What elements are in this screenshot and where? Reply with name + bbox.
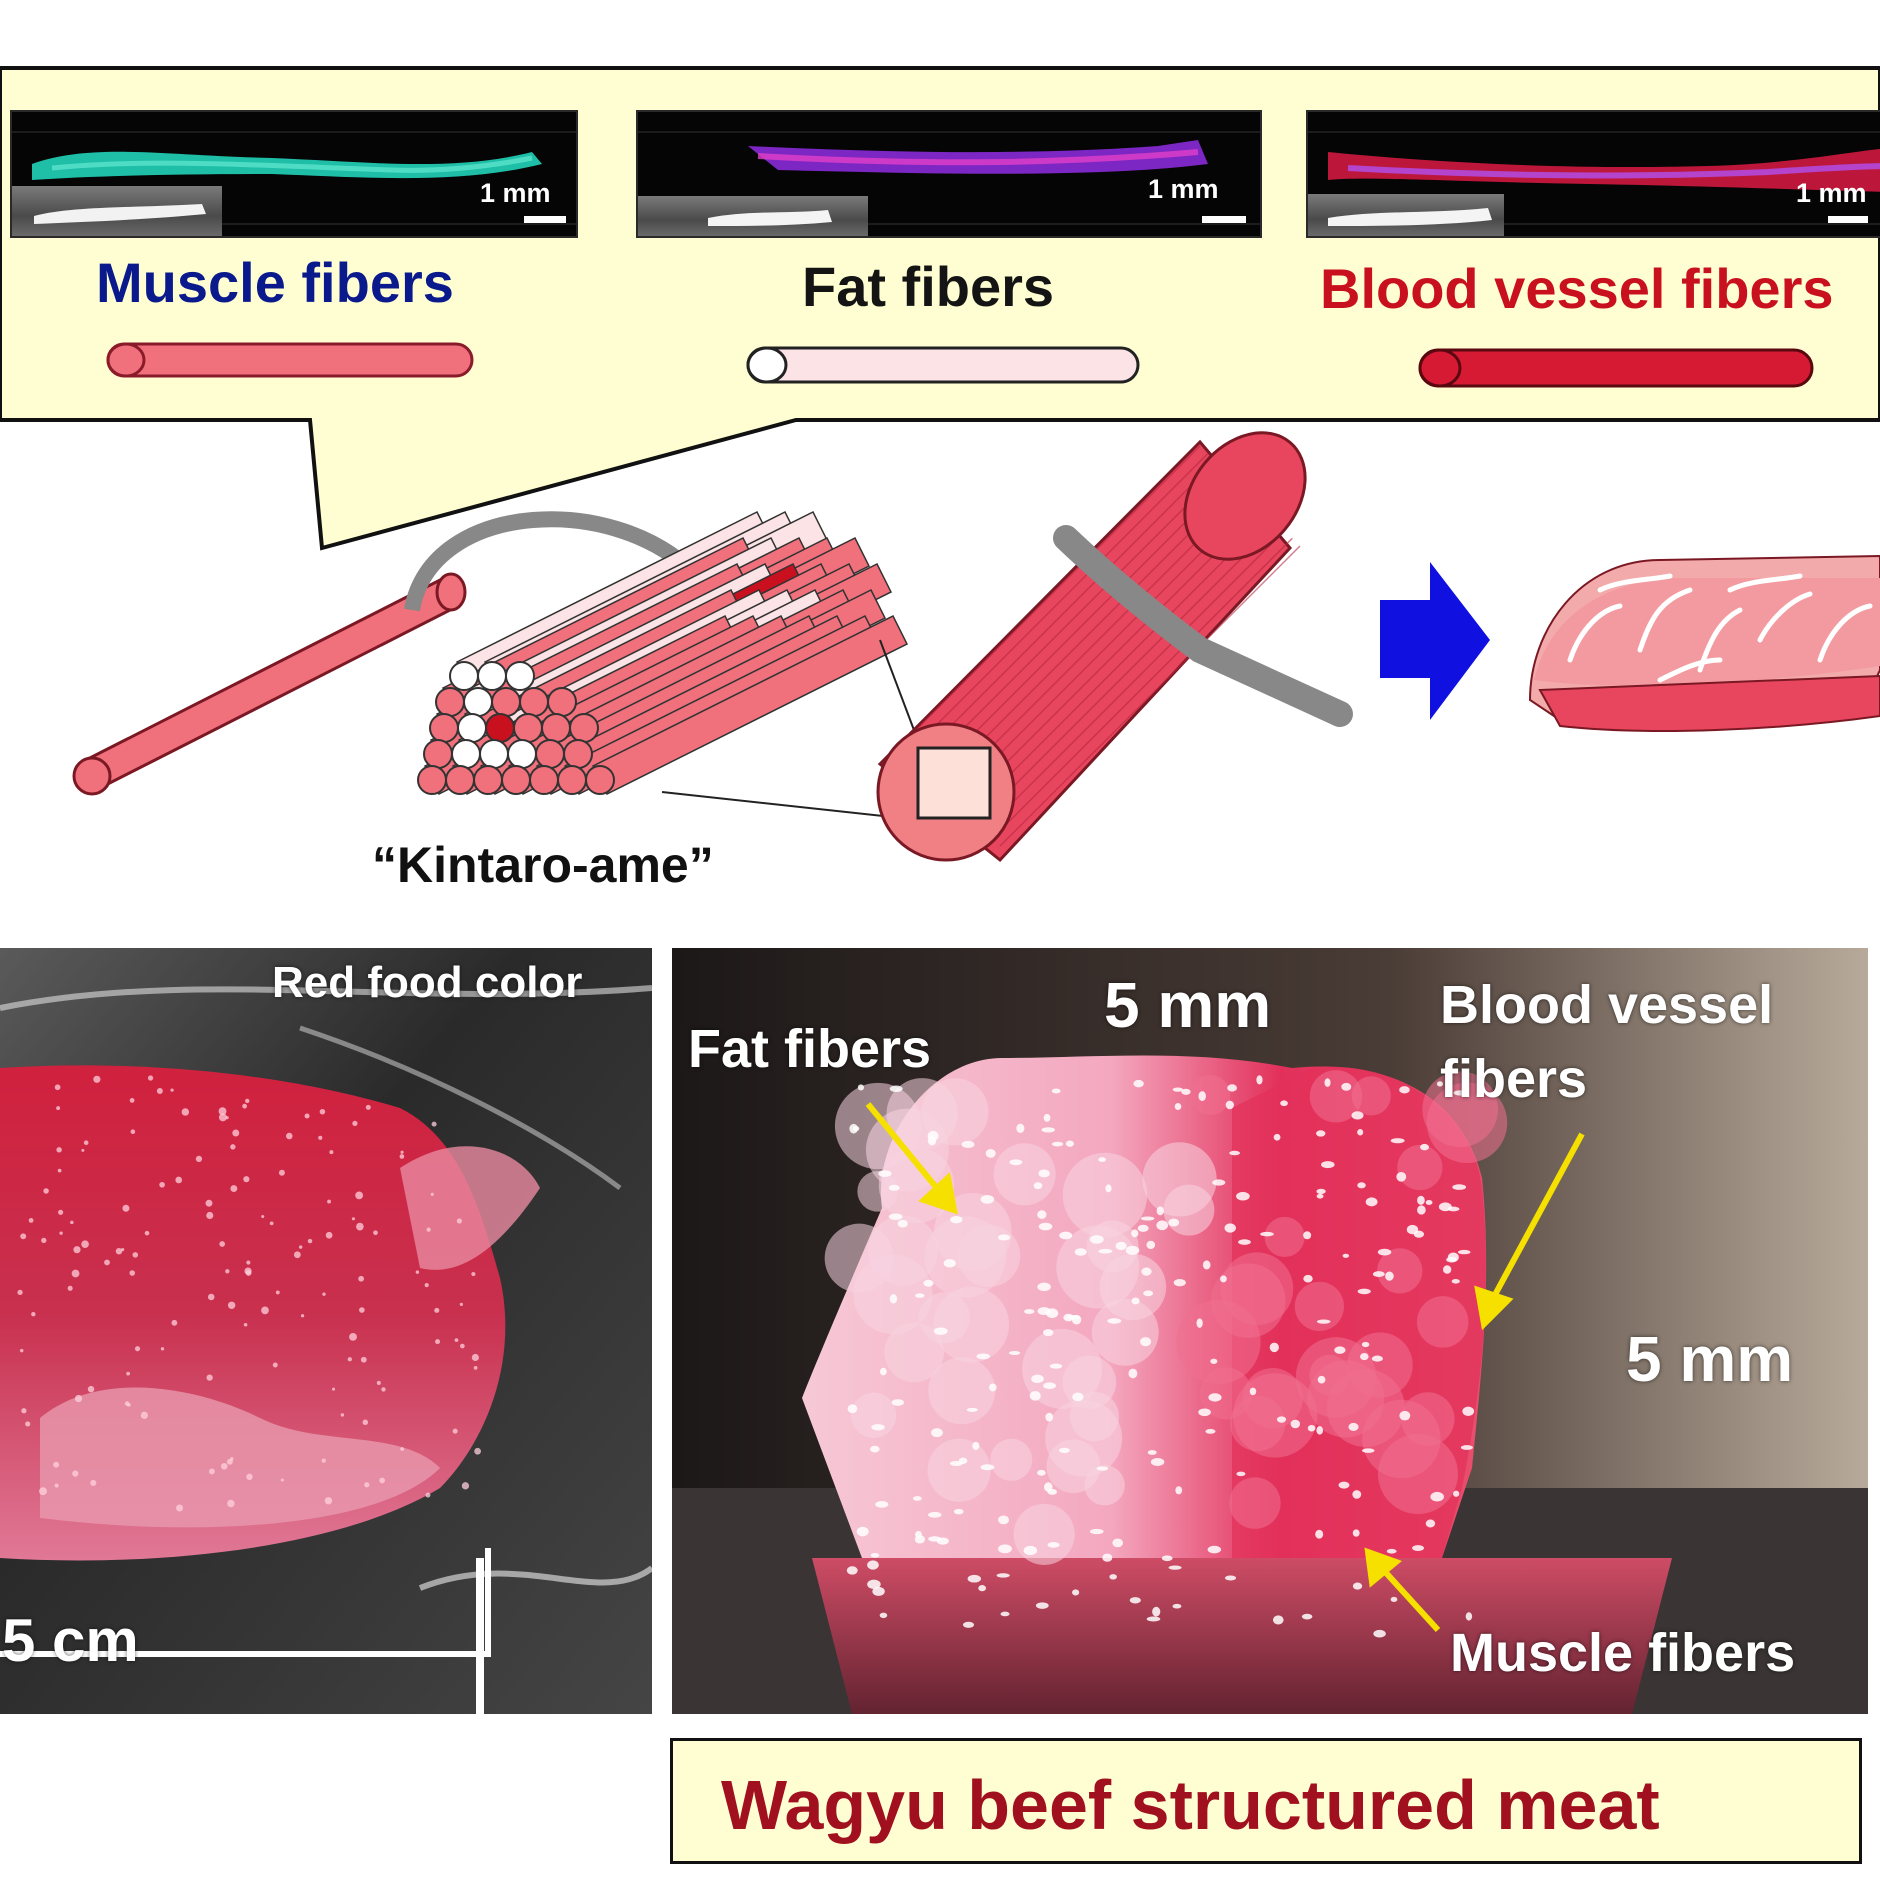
fat-fiber-micrograph: 1 mm	[636, 110, 1262, 238]
kintaro-ame-bundle	[417, 510, 909, 796]
fiber-rods	[106, 342, 1814, 388]
process-arrow	[1380, 562, 1490, 720]
fat-fibers-photo-label: Fat fibers	[688, 1019, 932, 1079]
muscle-scale-label: 1 mm	[480, 178, 551, 208]
muscle-fibers-photo-label: Muscle fibers	[1450, 1623, 1796, 1683]
wagyu-structured-meat-photo: 5 mm Fat fibers Blood vessel fibers 5 mm…	[672, 948, 1868, 1714]
blood-vessel-fiber-rod	[1418, 348, 1814, 388]
vessel-scale-bar	[1828, 216, 1868, 223]
muscle-fiber-micrograph: 1 mm	[10, 110, 578, 238]
kintaro-ame-label: “Kintaro-ame”	[372, 837, 714, 893]
vessel-scale-label: 1 mm	[1796, 178, 1867, 208]
title-text: Wagyu beef structured meat	[721, 1766, 1660, 1844]
fat-fiber-photo-inset	[638, 196, 868, 236]
fat-scale-label: 1 mm	[1148, 174, 1219, 204]
top-scale-label: 5 mm	[1104, 969, 1272, 1041]
fat-fibers-label: Fat fibers	[802, 255, 1055, 318]
large-cylinder	[876, 431, 1307, 863]
single-muscle-fiber	[72, 572, 467, 796]
vessel-label-line2: fibers	[1440, 1049, 1588, 1109]
muscle-fiber-pointer	[1364, 1547, 1441, 1633]
title-box: Wagyu beef structured meat	[670, 1738, 1862, 1864]
blood-vessel-fibers-label: Blood vessel fibers	[1320, 257, 1834, 320]
vessel-fiber-photo-inset	[1308, 194, 1504, 236]
fat-scale-bar	[1202, 216, 1246, 223]
fat-fiber-pointer	[865, 1102, 958, 1215]
structured-steak	[1528, 554, 1880, 732]
assembly-diagram	[72, 431, 1880, 863]
side-scale-label: 5 mm	[1626, 1323, 1794, 1395]
muscle-fibers-label: Muscle fibers	[96, 251, 454, 314]
cutting-band	[1053, 525, 1353, 727]
muscle-fiber-photo-inset	[12, 186, 222, 236]
left-scale-label: 5 cm	[2, 1607, 139, 1674]
red-food-color-label: Red food color	[272, 958, 583, 1007]
muscle-scale-bar	[524, 216, 566, 223]
fat-fiber-rod	[746, 346, 1140, 384]
vessel-fiber-pointer	[1474, 1132, 1585, 1331]
blood-vessel-fiber-micrograph: 1 mm	[1306, 110, 1880, 238]
vessel-label-line1: Blood vessel	[1440, 975, 1774, 1035]
red-food-color-photo: Red food color 5 cm	[0, 948, 652, 1714]
muscle-fiber-rod	[106, 342, 474, 378]
